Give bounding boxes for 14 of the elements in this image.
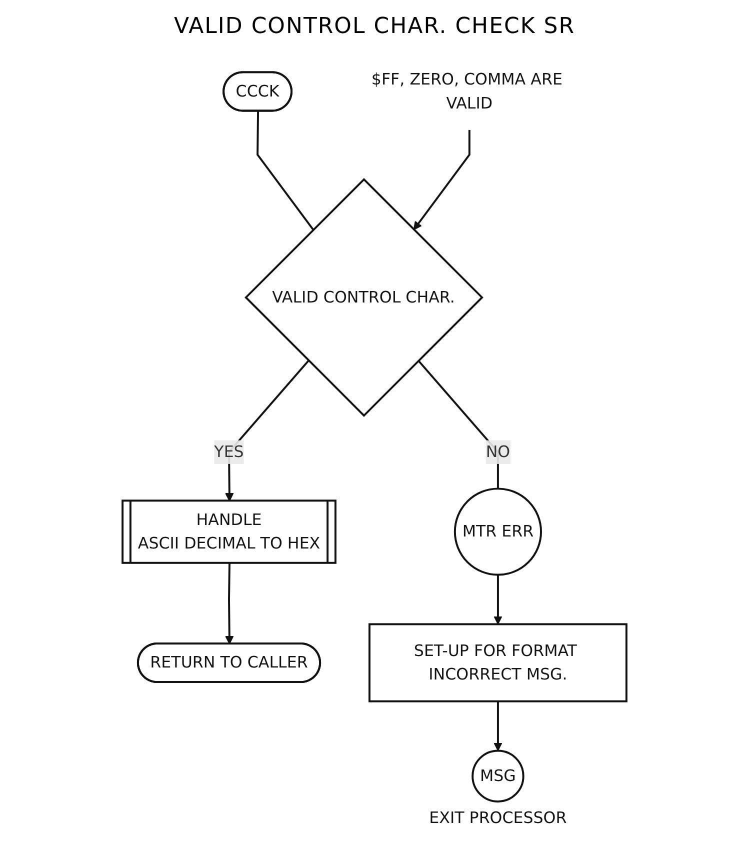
edge-label: NO: [486, 442, 510, 462]
diagram-title: VALID CONTROL CHAR. CHECK SR: [172, 13, 576, 41]
node-circle: MSG: [472, 750, 524, 802]
node-caption: EXIT PROCESSOR: [429, 808, 567, 828]
node-text: $FF, ZERO, COMMA ARE VALID: [371, 70, 562, 112]
arrow: [494, 701, 502, 752]
connector: [256, 111, 314, 230]
node-circle: MTR ERR: [454, 488, 542, 576]
node-box: SET-UP FOR FORMAT INCORRECT MSG.: [368, 623, 628, 702]
edge-label: YES: [214, 442, 244, 462]
arrow: [225, 563, 234, 644]
arrow: [413, 130, 470, 230]
node-diamond: VALID CONTROL CHAR.: [244, 178, 484, 417]
arrow: [494, 574, 502, 625]
